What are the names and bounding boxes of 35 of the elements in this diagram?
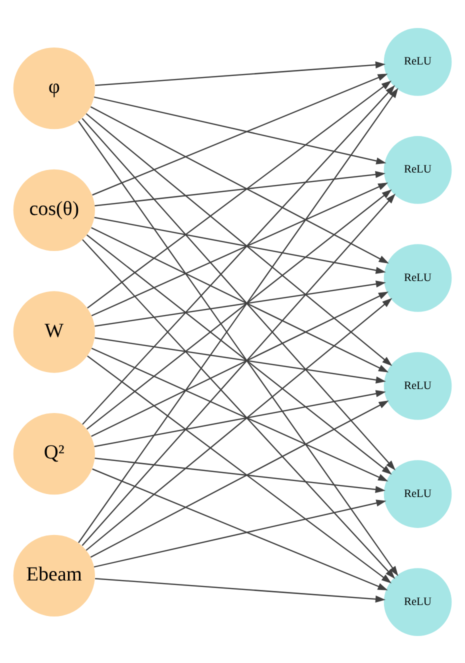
arrow — [86, 188, 392, 430]
arrow — [87, 354, 392, 583]
node-circle: W — [13, 290, 95, 372]
arrow — [90, 400, 389, 558]
node-circle: ReLU — [384, 352, 452, 420]
node-circle: ReLU — [384, 244, 452, 312]
arrow — [86, 112, 392, 366]
node-circle: Q² — [13, 412, 95, 494]
arrow — [92, 73, 388, 196]
node-circle: Ebeam — [13, 534, 95, 616]
node-circle: φ — [13, 47, 95, 129]
arrow — [95, 577, 386, 602]
arrow — [94, 170, 386, 206]
node-circle: cos(θ) — [13, 168, 95, 250]
arrow — [86, 298, 392, 550]
arrow — [94, 499, 386, 568]
arrow — [82, 193, 396, 546]
arrow — [92, 468, 388, 590]
arrow — [91, 182, 388, 316]
arrow — [94, 280, 386, 326]
arrow — [82, 238, 396, 578]
arrow — [90, 106, 389, 263]
arrow — [91, 291, 389, 436]
arrow — [87, 80, 392, 308]
arrow — [94, 216, 386, 274]
arrow — [95, 60, 386, 86]
arrow — [82, 84, 396, 424]
arrow — [86, 234, 392, 474]
arrow — [94, 336, 386, 383]
arrow — [94, 96, 386, 164]
arrow — [94, 390, 386, 447]
arrow — [94, 457, 386, 492]
arrow — [91, 347, 388, 481]
arrow — [91, 226, 389, 372]
arrow — [82, 118, 396, 470]
